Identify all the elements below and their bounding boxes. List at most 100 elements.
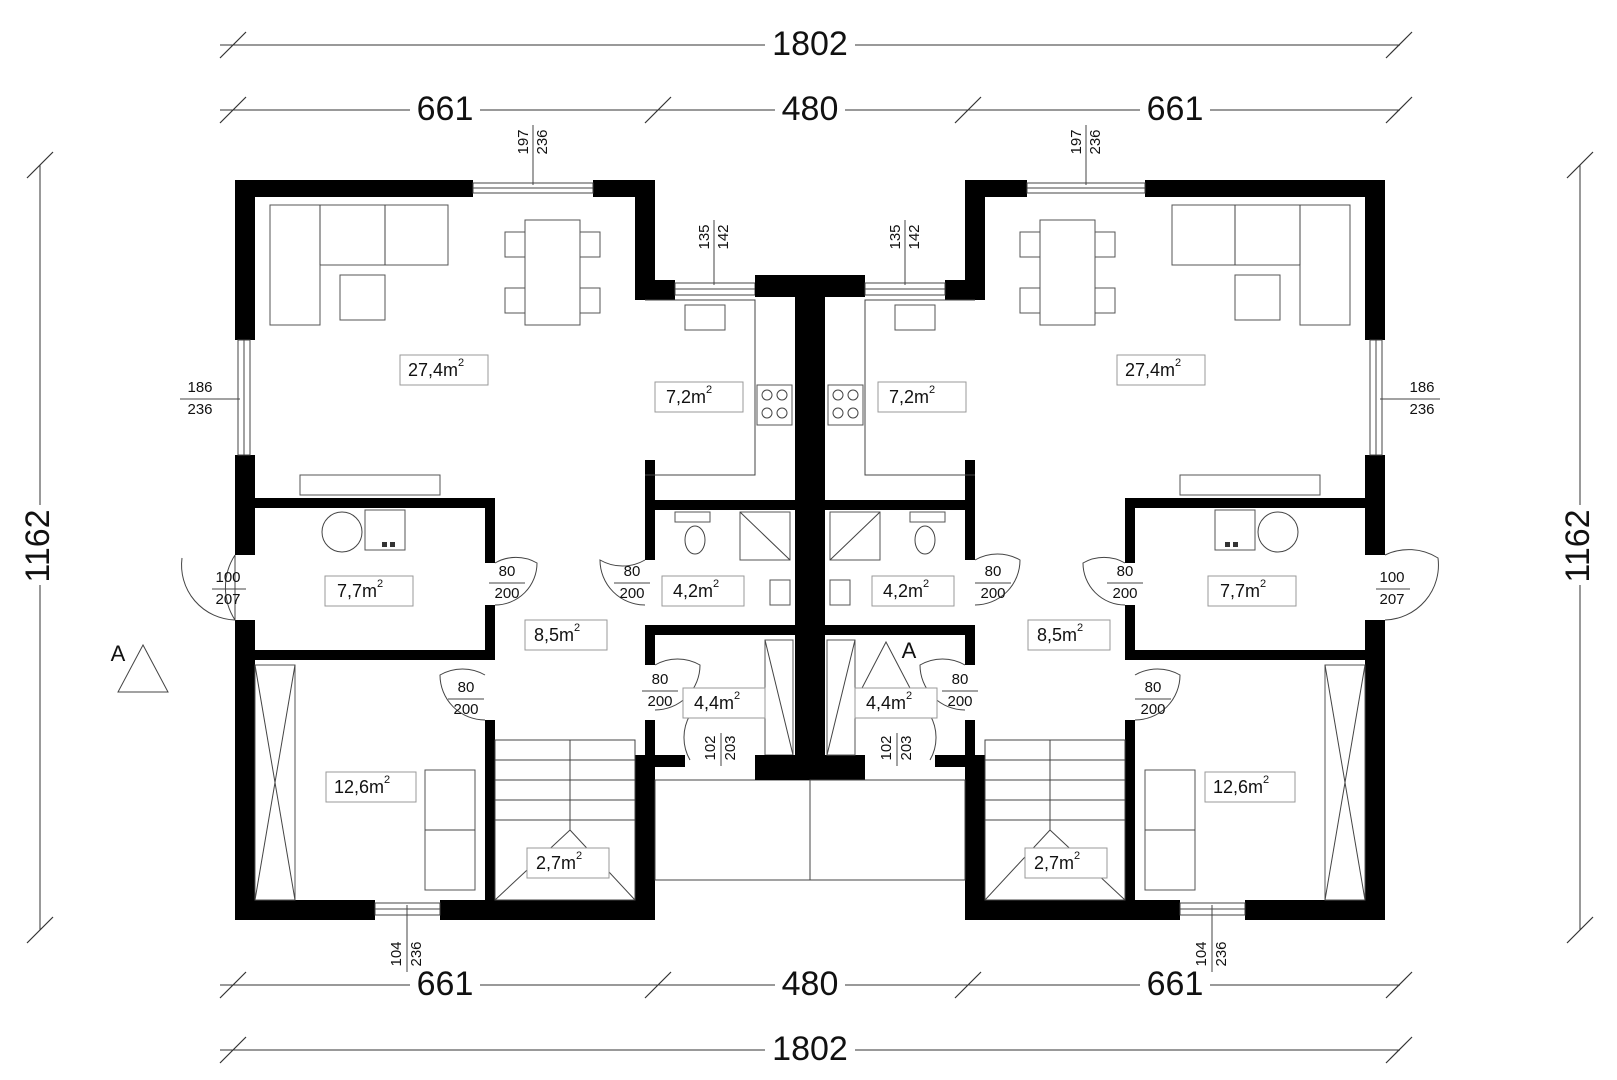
area-entry-left: 4,4m2 (682, 687, 766, 719)
section-label-left: A (111, 641, 126, 666)
area-entry-right: 4,4m2 (854, 687, 938, 719)
svg-text:197: 197 (1068, 129, 1085, 154)
svg-text:27,4m2: 27,4m2 (1125, 357, 1181, 380)
porch (654, 779, 811, 881)
area-utility-left: 7,7m2 (324, 575, 414, 607)
svg-text:203: 203 (722, 735, 739, 760)
section-label-center: A (902, 638, 917, 663)
dim-top-total: 1802 (772, 25, 848, 63)
area-living-left: 27,4m2 (399, 354, 489, 386)
window-side-left (237, 339, 251, 456)
opening-ext-door-left: 100 207 (212, 569, 246, 608)
dining-table-icon (504, 219, 601, 326)
dim-bottom-middle: 480 (782, 965, 839, 1003)
opening-top-window-right: 197 236 (1068, 125, 1104, 185)
opening-bath-door-right: 80 200 (975, 563, 1011, 602)
svg-text:80: 80 (499, 563, 516, 580)
area-living-right: 27,4m2 (1116, 354, 1206, 386)
washer-icon (321, 509, 406, 553)
dining-table-icon (1019, 219, 1116, 326)
svg-text:8,5m2: 8,5m2 (1037, 622, 1083, 645)
svg-text:104: 104 (1193, 941, 1210, 966)
window-side-right (1369, 339, 1383, 456)
svg-text:186: 186 (187, 379, 212, 396)
unit-left (181, 180, 811, 920)
svg-text:7,7m2: 7,7m2 (1220, 578, 1266, 601)
svg-text:197: 197 (515, 129, 532, 154)
svg-text:135: 135 (887, 224, 904, 249)
opening-bedroom-door-right: 80 200 (1135, 679, 1171, 718)
svg-text:7,7m2: 7,7m2 (337, 578, 383, 601)
svg-text:80: 80 (952, 671, 969, 688)
area-bedroom-right: 12,6m2 (1204, 771, 1296, 803)
opening-front-door-left: 102 203 (702, 733, 739, 766)
party-wall (755, 275, 865, 780)
svg-text:12,6m2: 12,6m2 (334, 774, 390, 797)
svg-text:27,4m2: 27,4m2 (408, 357, 464, 380)
svg-text:207: 207 (215, 591, 240, 608)
bed-icon (254, 664, 476, 901)
svg-text:186: 186 (1409, 379, 1434, 396)
sofa-icon (269, 204, 449, 326)
opening-side-window-right: 186 236 (1380, 379, 1440, 418)
dimension-lines: 1802 661 480 661 661 480 661 1802 (19, 25, 1598, 1068)
entry-wardrobe-icon (826, 639, 856, 756)
svg-text:203: 203 (898, 735, 915, 760)
svg-text:207: 207 (1379, 591, 1404, 608)
svg-text:104: 104 (388, 941, 405, 966)
svg-text:80: 80 (985, 563, 1002, 580)
kitchen-counter-icon (645, 299, 793, 476)
bath-fixtures-icon (674, 511, 791, 606)
dim-top-right: 661 (1147, 90, 1204, 128)
opening-kitchen-window-right: 135 142 (887, 220, 923, 285)
window-kitchen-left (674, 282, 756, 296)
tv-console-icon (1179, 474, 1321, 496)
area-bedroom-left: 12,6m2 (325, 771, 417, 803)
area-bath-left: 4,2m2 (661, 575, 745, 607)
svg-text:100: 100 (215, 569, 240, 586)
area-hall-right: 8,5m2 (1027, 619, 1111, 651)
svg-text:2,7m2: 2,7m2 (1034, 850, 1080, 873)
area-kitchen-right: 7,2m2 (877, 381, 967, 413)
opening-front-door-right: 102 203 (878, 733, 915, 766)
bath-fixtures-icon (829, 511, 946, 606)
opening-bottom-window-left: 104 236 (388, 905, 425, 972)
svg-text:4,2m2: 4,2m2 (883, 578, 929, 601)
svg-text:200: 200 (647, 693, 672, 710)
svg-text:200: 200 (453, 701, 478, 718)
opening-side-window-left: 186 236 (180, 379, 240, 418)
svg-text:236: 236 (408, 941, 425, 966)
svg-text:236: 236 (1409, 401, 1434, 418)
svg-text:200: 200 (1140, 701, 1165, 718)
dim-right-height: 1162 (1559, 509, 1597, 582)
svg-text:200: 200 (980, 585, 1005, 602)
svg-text:2,7m2: 2,7m2 (536, 850, 582, 873)
svg-text:142: 142 (715, 224, 732, 249)
opening-ext-door-right: 100 207 (1376, 569, 1410, 608)
svg-text:200: 200 (1112, 585, 1137, 602)
svg-text:135: 135 (696, 224, 713, 249)
opening-top-window-left: 197 236 (515, 125, 551, 185)
svg-text:80: 80 (1145, 679, 1162, 696)
svg-text:200: 200 (619, 585, 644, 602)
svg-text:142: 142 (906, 224, 923, 249)
kitchen-counter-icon (827, 299, 975, 476)
bed-icon (1144, 664, 1366, 901)
section-marker-left: A (111, 641, 169, 693)
svg-text:236: 236 (1213, 941, 1230, 966)
dim-bottom-left: 661 (417, 965, 474, 1003)
svg-text:80: 80 (624, 563, 641, 580)
opening-bedroom-door-left: 80 200 (448, 679, 484, 718)
section-marker-center: A (860, 638, 917, 691)
opening-labels: 197 236 135 142 186 236 100 207 80 200 8… (180, 125, 1440, 972)
opening-entry-door-right: 80 200 (942, 671, 978, 710)
sofa-icon (1171, 204, 1351, 326)
svg-text:102: 102 (702, 735, 719, 760)
opening-utility-door-left: 80 200 (489, 563, 525, 602)
tv-console-icon (299, 474, 441, 496)
area-stairs-left: 2,7m2 (526, 847, 610, 879)
opening-kitchen-window-left: 135 142 (696, 220, 732, 285)
area-kitchen-left: 7,2m2 (654, 381, 744, 413)
svg-text:80: 80 (1117, 563, 1134, 580)
